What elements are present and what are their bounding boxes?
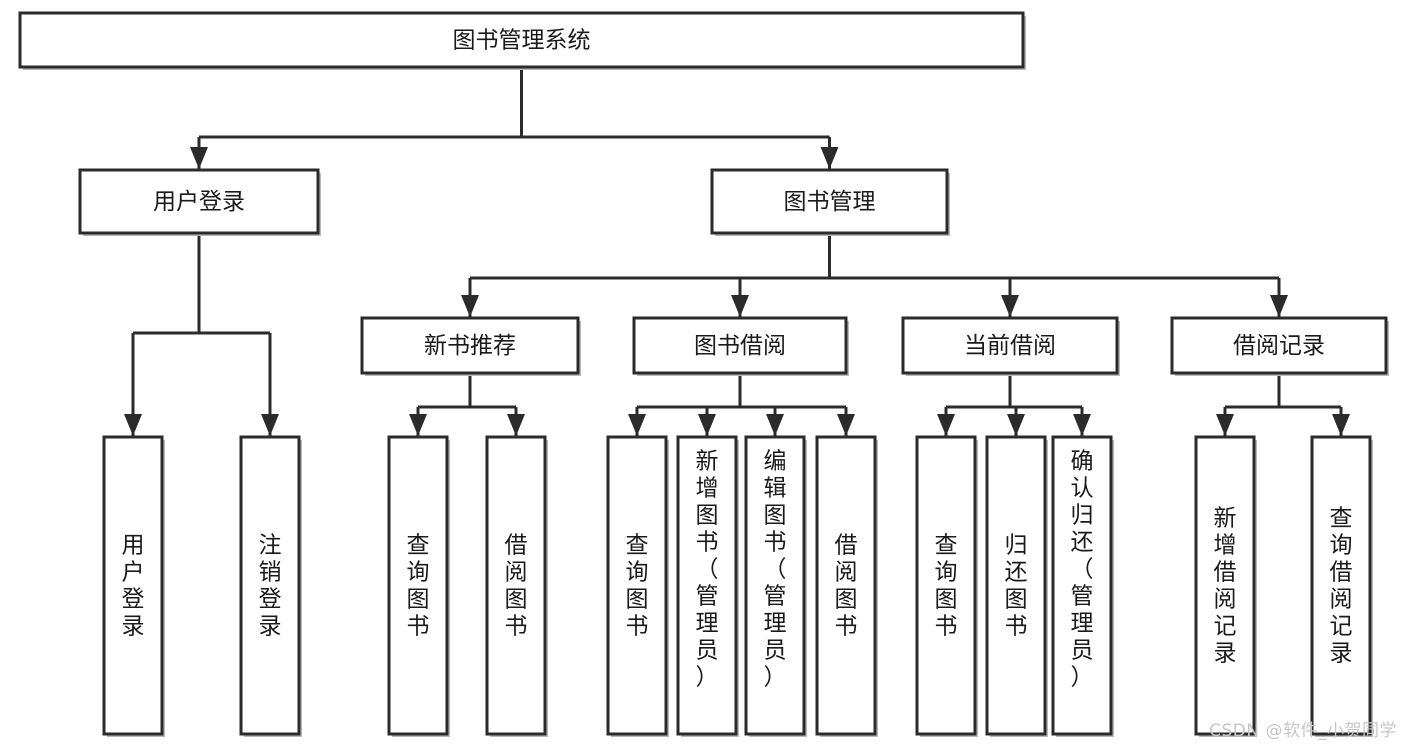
arrow-down-icon (1216, 414, 1234, 436)
arrow-down-icon (937, 414, 955, 436)
node-rect[interactable] (1170, 316, 1388, 375)
node-confirm-return-admin[interactable]: 确认归还（管理员） (1051, 435, 1114, 737)
node-query-borrow-record[interactable]: 查询借阅记录 (1310, 435, 1373, 737)
node-label: 确认归还（管理员） (1071, 449, 1094, 691)
node-label: 借阅图书 (505, 533, 528, 640)
node-root-system[interactable]: 图书管理系统 (18, 11, 1026, 70)
arrow-down-icon (1073, 414, 1091, 436)
node-label: 新增图书（管理员） (696, 449, 719, 691)
node-layer: 图书管理系统用户登录用户登录注销登录图书管理新书推荐查询图书借阅图书图书借阅查询… (18, 11, 1389, 737)
node-rect[interactable] (985, 435, 1047, 736)
node-label: 图书借阅 (694, 333, 786, 359)
node-rect[interactable] (387, 435, 449, 736)
arrow-down-icon (731, 295, 749, 317)
node-label: 编辑图书（管理员） (764, 449, 787, 691)
connector-layer (124, 67, 1350, 436)
node-label: 归还图书 (1005, 533, 1028, 640)
node-borrow-book-2[interactable]: 借阅图书 (815, 435, 878, 737)
node-label: 用户登录 (122, 533, 145, 640)
node-rect[interactable] (632, 316, 848, 375)
node-current-borrow[interactable]: 当前借阅 (901, 316, 1120, 376)
node-label: 查询图书 (935, 533, 958, 640)
node-label: 图书管理系统 (453, 28, 591, 54)
node-rect[interactable] (676, 435, 738, 736)
node-rect[interactable] (18, 11, 1025, 69)
arrow-down-icon (820, 147, 839, 169)
node-label: 当前借阅 (964, 333, 1056, 359)
node-new-book-recommend[interactable]: 新书推荐 (360, 316, 581, 376)
node-rect[interactable] (606, 435, 668, 736)
arrow-down-icon (698, 414, 716, 436)
arrow-down-icon (1007, 414, 1025, 436)
arrow-down-icon (409, 414, 427, 436)
node-label: 借阅图书 (835, 533, 858, 640)
node-query-book-3[interactable]: 查询图书 (915, 435, 978, 737)
arrow-down-icon (628, 414, 646, 436)
node-rect[interactable] (239, 435, 301, 736)
node-label: 新书推荐 (424, 333, 516, 359)
arrow-down-icon (124, 414, 142, 436)
node-rect[interactable] (815, 435, 877, 736)
arrow-down-icon (837, 414, 855, 436)
arrow-down-icon (261, 414, 279, 436)
node-rect[interactable] (485, 435, 547, 736)
node-label: 用户登录 (153, 189, 245, 215)
node-label: 注销登录 (259, 533, 282, 640)
arrow-down-icon (1270, 295, 1288, 317)
node-add-borrow-record[interactable]: 新增借阅记录 (1194, 435, 1257, 737)
node-label: 查询图书 (407, 533, 430, 640)
node-rect[interactable] (744, 435, 806, 736)
arrow-down-icon (190, 147, 208, 169)
node-label: 图书管理 (784, 189, 876, 215)
node-query-book-2[interactable]: 查询图书 (606, 435, 669, 737)
node-label: 查询借阅记录 (1330, 506, 1353, 667)
node-rect[interactable] (901, 316, 1119, 375)
node-rect[interactable] (78, 168, 320, 235)
node-rect[interactable] (710, 168, 949, 235)
node-rect[interactable] (1310, 435, 1372, 736)
arrow-down-icon (766, 414, 784, 436)
arrow-down-icon (461, 295, 479, 317)
node-rect[interactable] (1051, 435, 1113, 736)
arrow-down-icon (507, 414, 525, 436)
node-rect[interactable] (1194, 435, 1256, 736)
node-return-book[interactable]: 归还图书 (985, 435, 1048, 737)
node-book-borrow[interactable]: 图书借阅 (632, 316, 849, 376)
node-user-login-leaf[interactable]: 用户登录 (102, 435, 165, 737)
node-user-login[interactable]: 用户登录 (78, 168, 321, 236)
node-rect[interactable] (102, 435, 164, 736)
node-label: 借阅记录 (1233, 333, 1325, 359)
node-edit-book-admin[interactable]: 编辑图书（管理员） (744, 435, 807, 737)
node-borrow-book-1[interactable]: 借阅图书 (485, 435, 548, 737)
node-add-book-admin[interactable]: 新增图书（管理员） (676, 435, 739, 737)
node-label: 查询图书 (626, 533, 649, 640)
node-user-logout-leaf[interactable]: 注销登录 (239, 435, 302, 737)
node-rect[interactable] (915, 435, 977, 736)
node-label: 新增借阅记录 (1214, 506, 1237, 667)
arrow-down-icon (1001, 295, 1019, 317)
node-borrow-record[interactable]: 借阅记录 (1170, 316, 1389, 376)
arrow-down-icon (1332, 414, 1350, 436)
node-query-book-1[interactable]: 查询图书 (387, 435, 450, 737)
node-rect[interactable] (360, 316, 580, 375)
node-book-management[interactable]: 图书管理 (710, 168, 950, 236)
